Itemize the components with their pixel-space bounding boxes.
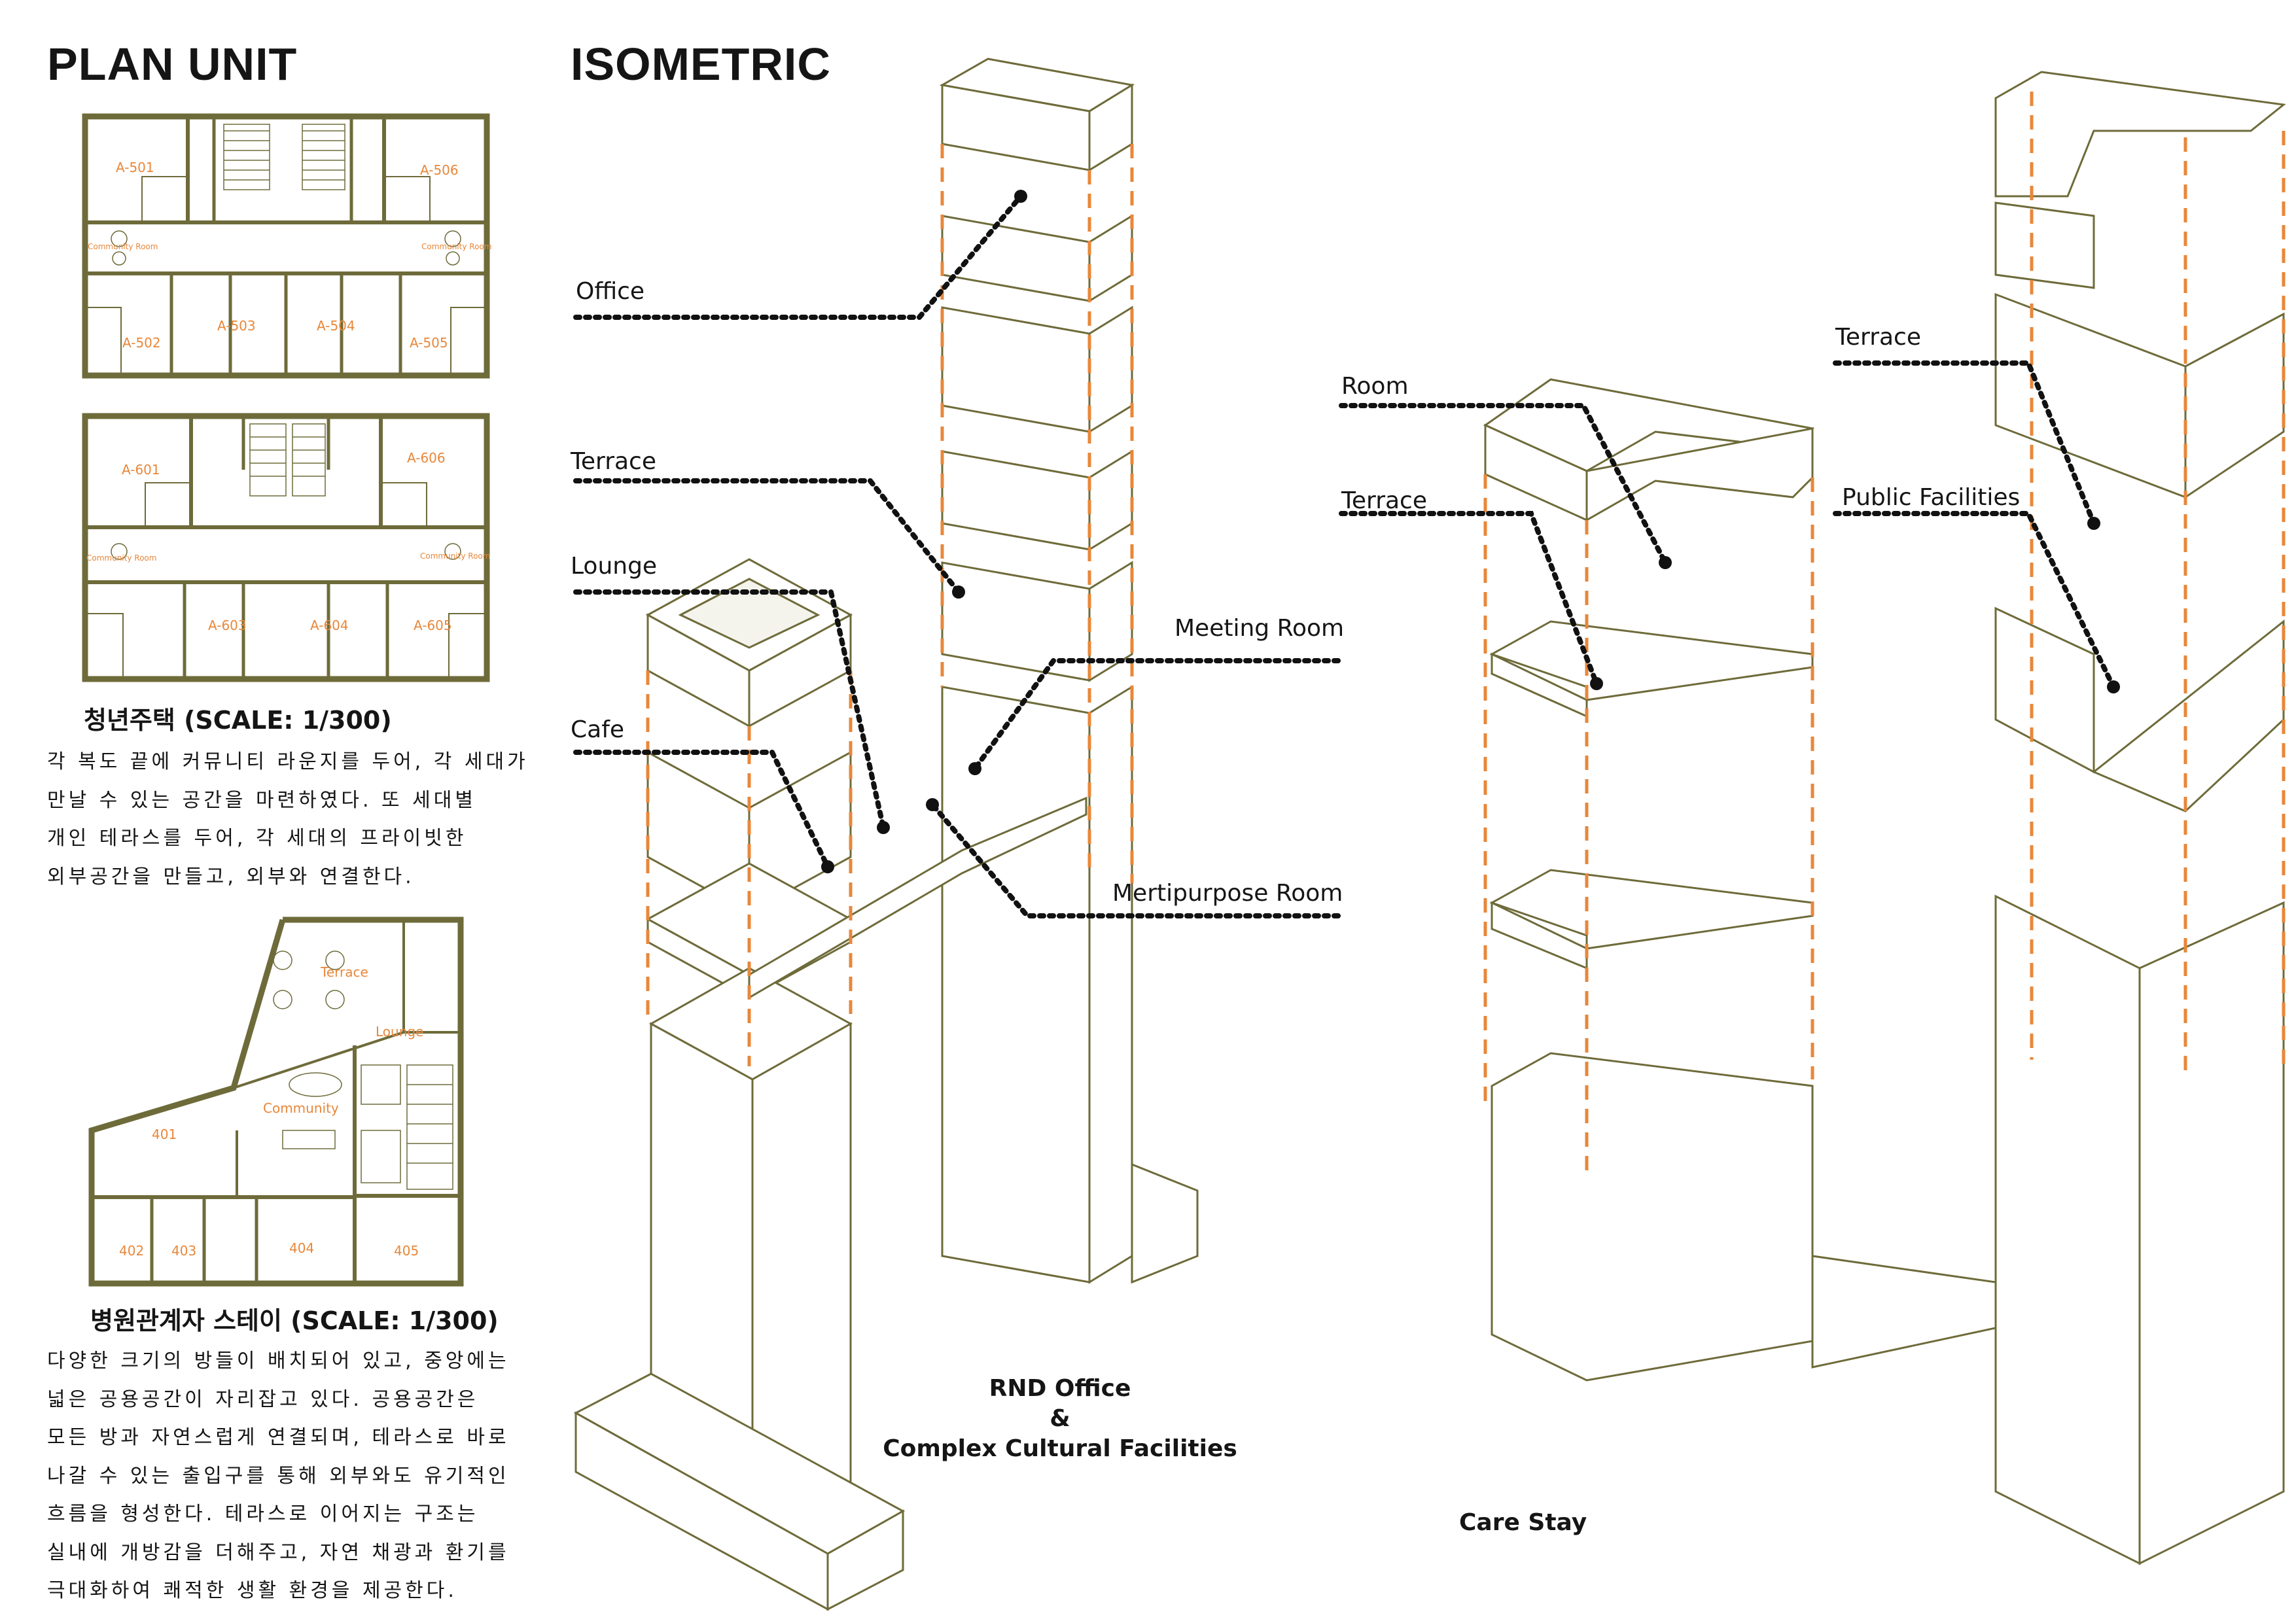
plan1-unit-a503: A-503: [217, 318, 256, 334]
plan3-terrace: Terrace: [321, 964, 368, 980]
plan-description-staff-stay: 다양한 크기의 방들이 배치되어 있고, 중앙에는 넓은 공용공간이 자리잡고 …: [47, 1342, 544, 1611]
plan-description-youth-housing: 각 복도 끝에 커뮤니티 라운지를 두어, 각 세대가 만날 수 있는 공간을 …: [47, 743, 544, 896]
label-public-facilities: Public Facilities: [1842, 484, 2021, 511]
plan1-unit-a506: A-506: [420, 162, 459, 178]
label-terrace-rnd: Terrace: [571, 448, 656, 475]
label-cafe: Cafe: [571, 716, 625, 743]
para2-line: 나갈 수 있는 출입구를 통해 외부와도 유기적인: [47, 1464, 510, 1488]
label-office: Office: [576, 278, 645, 305]
title-rnd-line2: &: [1050, 1405, 1070, 1432]
alignment-guides: [646, 92, 2286, 1178]
plan2-unit-a606: A-606: [407, 450, 446, 466]
para2-line: 다양한 크기의 방들이 배치되어 있고, 중앙에는: [47, 1350, 510, 1372]
label-multipurpose-room: Mertipurpose Room: [1112, 880, 1343, 907]
plan2-community-left: Community Room: [86, 553, 157, 563]
leader-dots: [821, 190, 2120, 873]
label-terrace-right: Terrace: [1835, 324, 1921, 351]
plan1-unit-a501: A-501: [116, 160, 154, 175]
corridor: [1811, 1255, 1997, 1369]
plan3-room-401: 401: [152, 1126, 177, 1142]
para2-line: 흐름을 형성한다. 테라스로 이어지는 구조는: [47, 1503, 479, 1526]
plan-caption-staff-stay: 병원관계자 스테이 (SCALE: 1/300): [90, 1306, 499, 1335]
isometric-heading: ISOMETRIC: [571, 39, 831, 90]
para2-line: 극대화하여 쾌적한 생활 환경을 제공한다.: [47, 1579, 457, 1602]
care-stay-tower: [1483, 378, 1815, 1382]
label-meeting-room: Meeting Room: [1174, 615, 1345, 642]
plan1-unit-a504: A-504: [317, 318, 355, 334]
plan1-community-right: Community Room: [421, 242, 492, 251]
plan-drawing-3: Terrace Lounge Community 401 402 403 404…: [86, 915, 466, 1289]
plan3-room-403: 403: [171, 1243, 197, 1259]
title-rnd-line1: RND Office: [989, 1375, 1131, 1402]
left-tower: [573, 558, 906, 1611]
plan-unit-heading: PLAN UNIT: [47, 39, 298, 90]
para1-line: 각 복도 끝에 커뮤니티 라운지를 두어, 각 세대가: [47, 750, 529, 773]
title-rnd-office: RND Office & Complex Cultural Facilities: [870, 1374, 1250, 1464]
plan3-room-402: 402: [119, 1243, 145, 1259]
plan-drawing-2: A-601 A-606 A-603 A-604 A-605 Community …: [80, 411, 492, 684]
label-terrace-care: Terrace: [1341, 487, 1427, 514]
plan3-room-404: 404: [289, 1240, 315, 1256]
plan2-unit-a601: A-601: [122, 462, 160, 478]
plan2-unit-a604: A-604: [310, 618, 349, 633]
label-lounge: Lounge: [571, 553, 658, 580]
para1-line: 개인 테라스를 두어, 각 세대의 프라이빗한: [47, 827, 467, 850]
plan1-community-left: Community Room: [88, 242, 158, 251]
para2-line: 넓은 공용공간이 자리잡고 있다. 공용공간은: [47, 1387, 479, 1411]
plan3-lounge: Lounge: [376, 1024, 424, 1039]
plan-drawing-1: A-501 A-506 A-502 A-503 A-504 A-505 Comm…: [80, 111, 492, 381]
para2-line: 모든 방과 자연스럽게 연결되며, 테라스로 바로: [47, 1426, 510, 1449]
para2-line: 실내에 개방감을 더해주고, 자연 채광과 환기를: [47, 1541, 510, 1564]
para1-line: 외부공간을 만들고, 외부와 연결한다.: [47, 865, 415, 888]
plan-caption-youth-housing: 청년주택 (SCALE: 1/300): [84, 706, 392, 735]
plan2-unit-a603: A-603: [208, 618, 247, 633]
title-care-stay: Care Stay: [1459, 1509, 1587, 1536]
leader-lines: [573, 194, 2116, 918]
plan2-unit-a605: A-605: [414, 618, 452, 633]
label-room: Room: [1341, 373, 1409, 400]
middle-tower: [939, 58, 1199, 1284]
para1-line: 만날 수 있는 공간을 마련하였다. 또 세대별: [47, 788, 476, 812]
plan2-community-right: Community Room: [420, 551, 491, 561]
plan1-unit-a502: A-502: [122, 335, 161, 351]
right-tower: [1994, 71, 2286, 1565]
plan1-unit-a505: A-505: [410, 335, 448, 351]
plan3-room-405: 405: [394, 1243, 419, 1259]
plan3-community: Community: [263, 1100, 339, 1116]
title-rnd-line3: Complex Cultural Facilities: [883, 1435, 1237, 1462]
